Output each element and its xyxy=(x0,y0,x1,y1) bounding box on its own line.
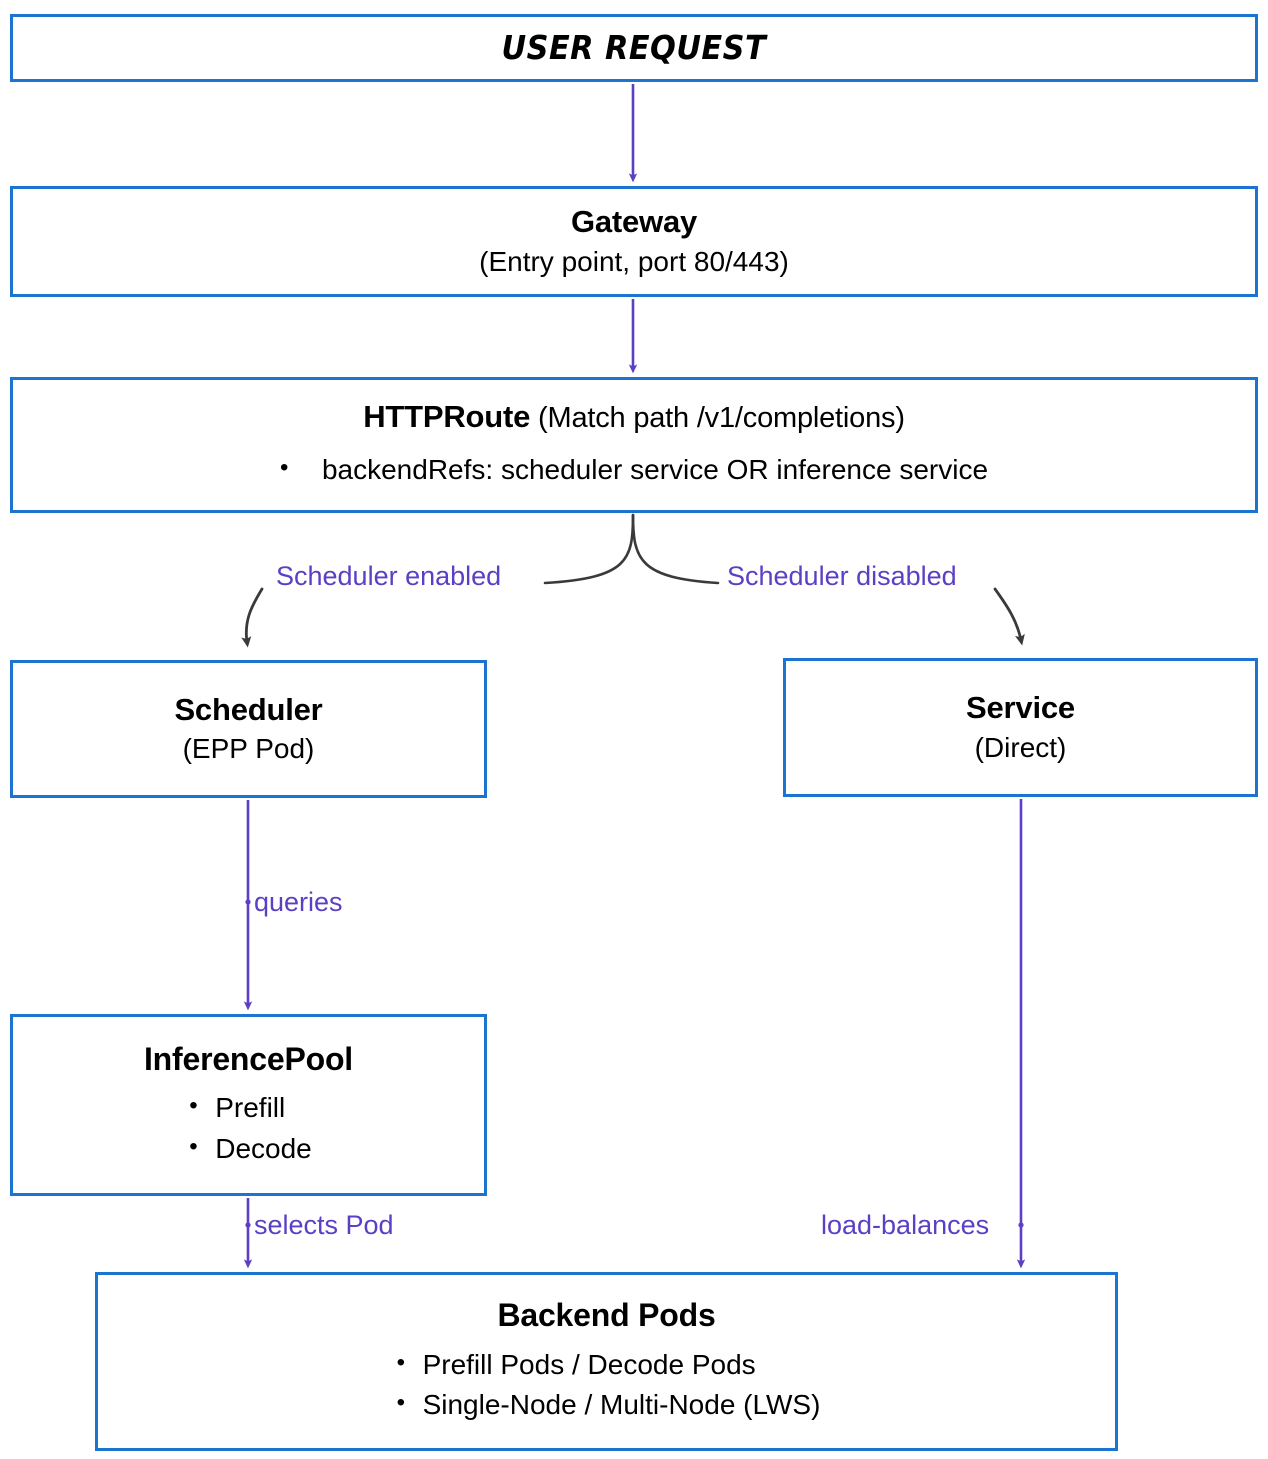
gateway-subtitle: (Entry point, port 80/443) xyxy=(479,245,789,277)
list-item: Decode xyxy=(185,1128,312,1170)
node-scheduler[interactable]: Scheduler (EPP Pod) xyxy=(10,660,487,798)
edge-scheduler-to-inferencepool xyxy=(243,800,253,1011)
node-gateway[interactable]: Gateway (Entry point, port 80/443) xyxy=(10,186,1258,297)
edge-label-selects-pod: selects Pod xyxy=(254,1210,394,1240)
list-item: backendRefs: scheduler service OR infere… xyxy=(280,449,988,491)
inferencepool-title: InferencePool xyxy=(143,1040,353,1077)
node-service[interactable]: Service (Direct) xyxy=(783,658,1258,797)
edge-label-queries: queries xyxy=(254,887,343,917)
edge-label-scheduler-enabled: Scheduler enabled xyxy=(276,561,502,591)
scheduler-title: Scheduler xyxy=(174,691,323,727)
service-subtitle: (Direct) xyxy=(974,731,1067,763)
list-item: Prefill xyxy=(185,1087,312,1129)
node-inferencepool[interactable]: InferencePool Prefill Decode xyxy=(10,1014,487,1196)
scheduler-subtitle: (EPP Pod) xyxy=(182,733,315,765)
httproute-title-suffix: (Match path /v1/completions) xyxy=(530,402,905,435)
httproute-bullet-list: backendRefs: scheduler service OR infere… xyxy=(280,449,988,491)
list-item: Single-Node / Multi-Node (LWS) xyxy=(393,1384,821,1426)
list-item: Prefill Pods / Decode Pods xyxy=(393,1344,821,1386)
service-title: Service xyxy=(966,690,1075,726)
node-httproute[interactable]: HTTPRoute (Match path /v1/completions) b… xyxy=(10,377,1258,513)
httproute-title-main: HTTPRoute xyxy=(363,399,531,435)
edge-inferencepool-to-backendpods xyxy=(243,1198,253,1269)
backend-pods-bullet-list: Prefill Pods / Decode Pods Single-Node /… xyxy=(393,1344,821,1426)
node-user-request[interactable]: USER REQUEST xyxy=(10,14,1258,82)
inferencepool-bullet-list: Prefill Decode xyxy=(185,1087,312,1170)
gateway-title: Gateway xyxy=(570,204,698,240)
edge-service-to-backendpods xyxy=(1016,799,1026,1269)
node-backend-pods[interactable]: Backend Pods Prefill Pods / Decode Pods … xyxy=(95,1272,1118,1451)
user-request-title: USER REQUEST xyxy=(501,27,767,67)
edge-label-load-balances: load-balances xyxy=(821,1210,990,1240)
edge-label-scheduler-disabled: Scheduler disabled xyxy=(727,561,957,591)
backend-pods-title: Backend Pods xyxy=(497,1297,716,1334)
httproute-title: HTTPRoute (Match path /v1/completions) xyxy=(363,399,905,436)
